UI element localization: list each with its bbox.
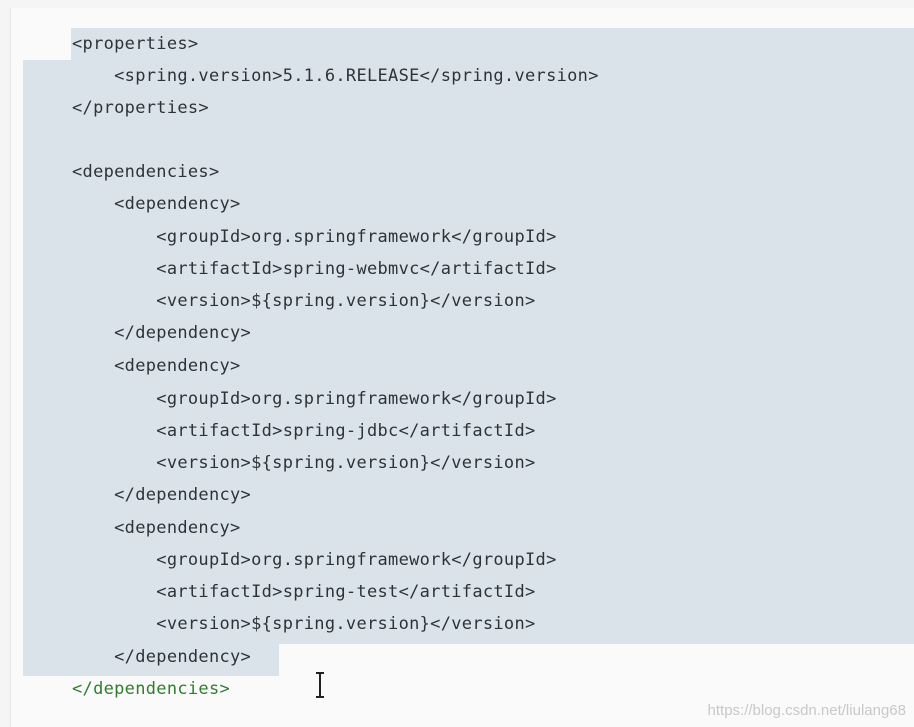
code-line[interactable]: <dependencies> xyxy=(72,162,220,182)
code-line[interactable]: <dependency> xyxy=(72,356,241,376)
text-cursor-icon xyxy=(316,672,324,698)
code-line[interactable]: <properties> xyxy=(72,34,199,54)
code-line[interactable]: <groupId>org.springframework</groupId> xyxy=(72,227,557,247)
code-line[interactable]: </dependency> xyxy=(72,323,252,343)
code-line[interactable]: </dependency> xyxy=(72,647,252,667)
code-line[interactable]: <artifactId>spring-webmvc</artifactId> xyxy=(72,259,557,279)
code-line[interactable]: <version>${spring.version}</version> xyxy=(72,453,536,473)
watermark: https://blog.csdn.net/liulang68 xyxy=(707,702,906,719)
code-line[interactable]: </properties> xyxy=(72,98,209,118)
code-block[interactable]: <properties> <spring.version>5.1.6.RELEA… xyxy=(10,8,914,727)
code-line[interactable]: <groupId>org.springframework</groupId> xyxy=(72,550,557,570)
code-line[interactable]: <version>${spring.version}</version> xyxy=(72,291,536,311)
selection-highlight-tail xyxy=(23,644,279,676)
selection-highlight-top xyxy=(71,28,914,60)
selection-highlight-main xyxy=(23,60,914,644)
code-line[interactable]: <artifactId>spring-test</artifactId> xyxy=(72,582,536,602)
code-line[interactable]: </dependencies> xyxy=(72,679,231,699)
code-line[interactable]: <dependency> xyxy=(72,194,241,214)
code-line[interactable]: <version>${spring.version}</version> xyxy=(72,614,536,634)
code-line[interactable]: <artifactId>spring-jdbc</artifactId> xyxy=(72,421,536,441)
code-line[interactable]: <spring.version>5.1.6.RELEASE</spring.ve… xyxy=(72,66,599,86)
code-line[interactable]: <dependency> xyxy=(72,518,241,538)
code-line[interactable]: </dependency> xyxy=(72,485,252,505)
code-line[interactable]: <groupId>org.springframework</groupId> xyxy=(72,389,557,409)
